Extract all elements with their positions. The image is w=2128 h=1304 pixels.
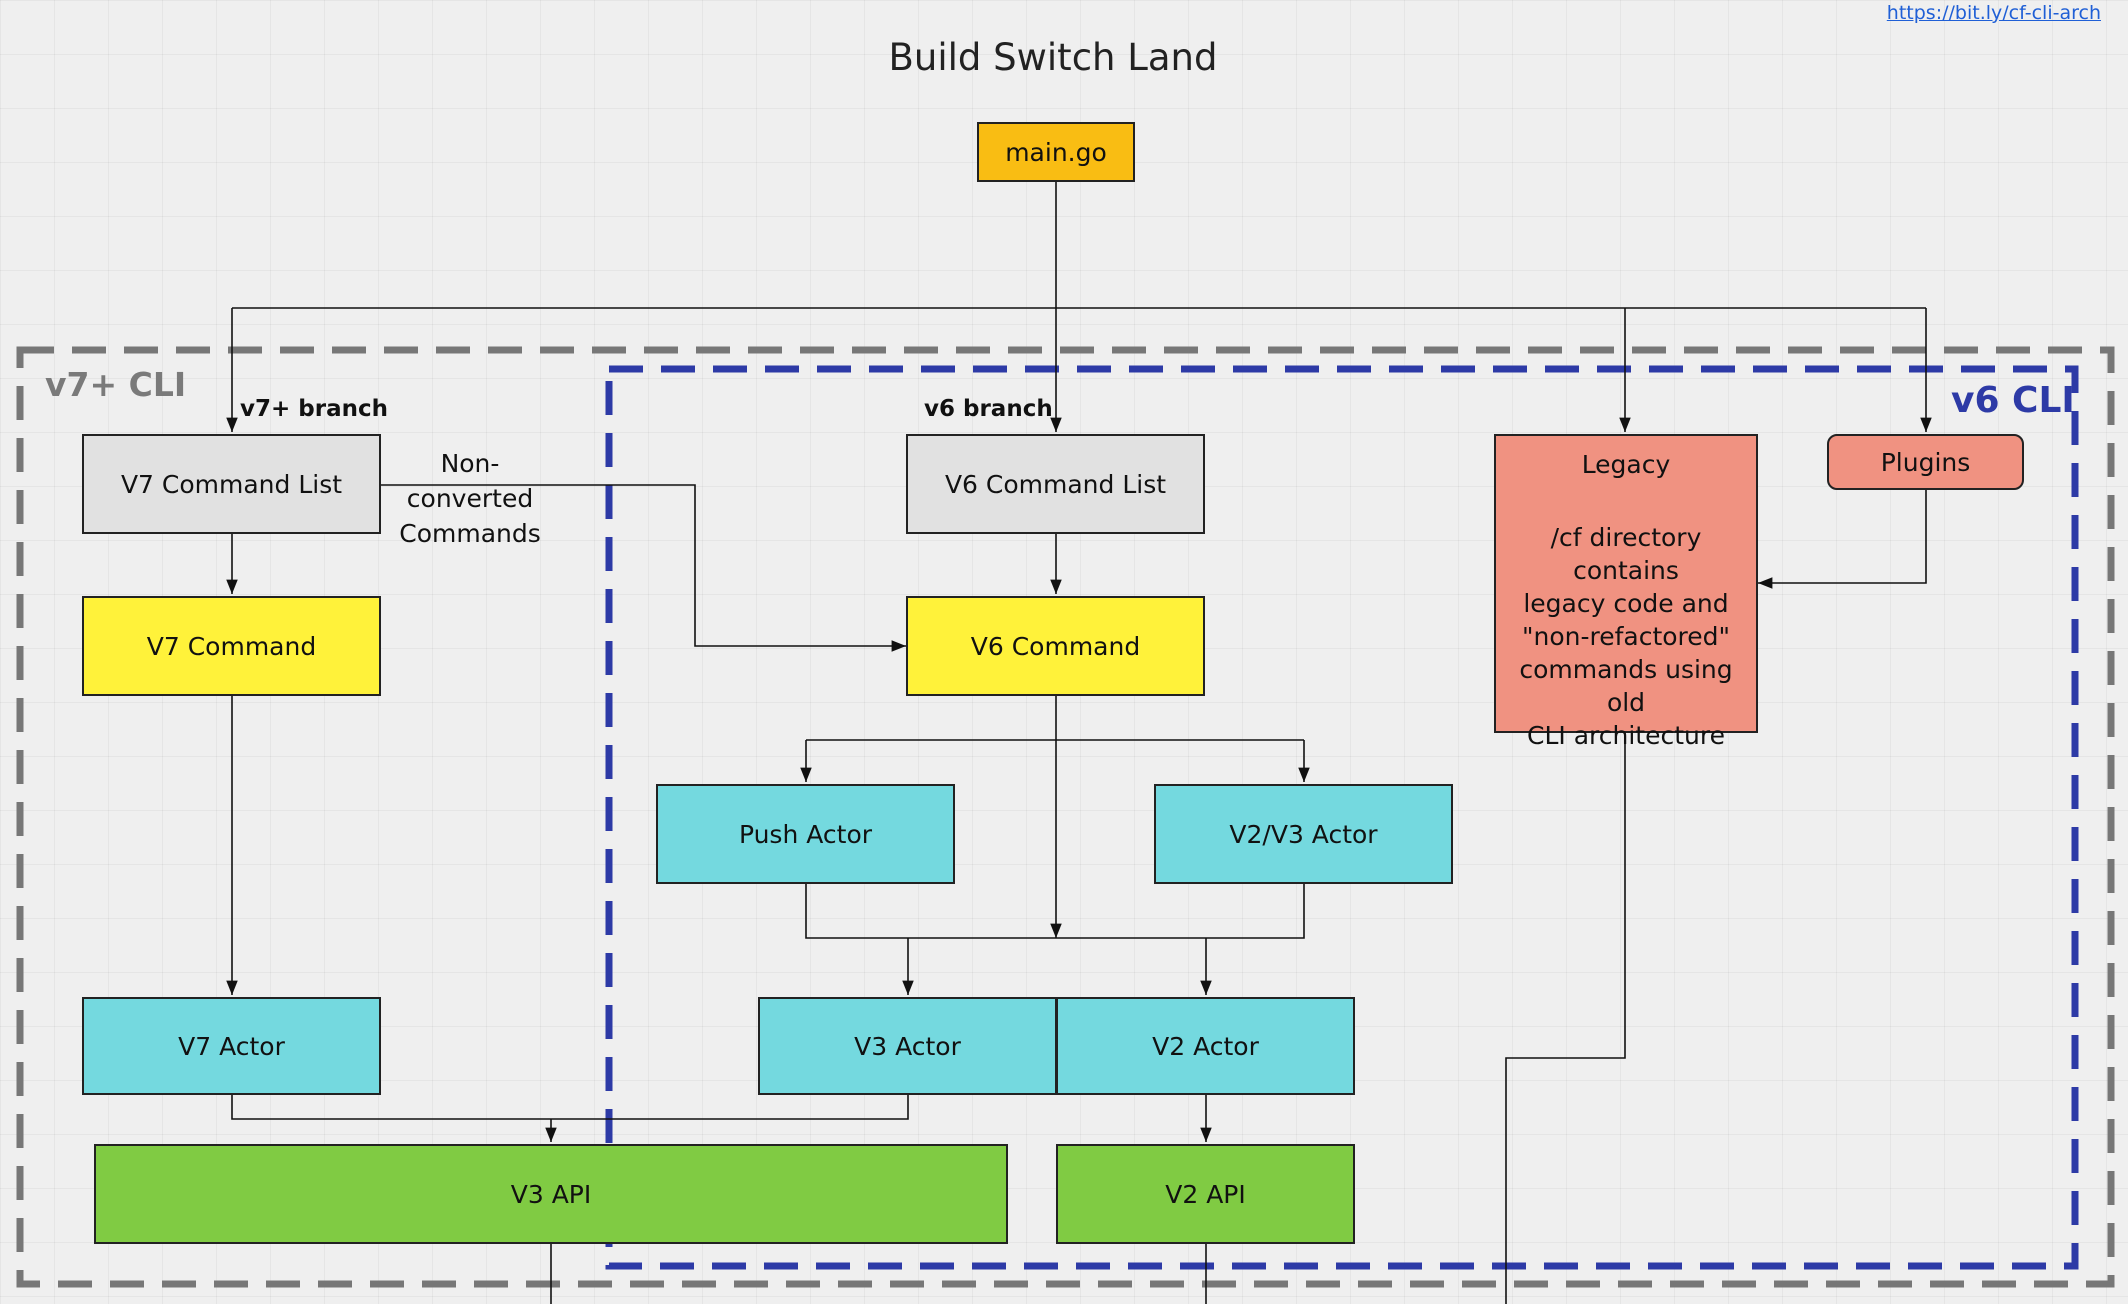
- v7-command-label: V7 Command: [146, 631, 317, 661]
- plugins-label: Plugins: [1880, 447, 1971, 477]
- v2-api-label: V2 API: [1165, 1179, 1246, 1209]
- v6-cli-label: v6 CLI: [1951, 380, 2075, 421]
- v6-cli-boundary: [605, 365, 2079, 1270]
- legacy-title: Legacy: [1581, 450, 1671, 479]
- v7-branch-label: v7+ branch: [240, 396, 388, 422]
- non-converted-commands-label: Non-converted Commands: [399, 449, 541, 548]
- edge-plugins-to-legacy: [1758, 490, 1927, 589]
- v6-command-list-node[interactable]: V6 Command List: [906, 434, 1205, 534]
- v6-command-list-label: V6 Command List: [944, 469, 1167, 499]
- v7-actor-node[interactable]: V7 Actor: [82, 997, 381, 1095]
- v7-cli-boundary: [16, 346, 2115, 1288]
- diagram-title: Build Switch Land: [888, 36, 1218, 79]
- v2v3-actor-node[interactable]: V2/V3 Actor: [1154, 784, 1453, 884]
- v7-command-list-label: V7 Command List: [120, 469, 343, 499]
- v3-actor-node[interactable]: V3 Actor: [758, 997, 1057, 1095]
- v7-command-node[interactable]: V7 Command: [82, 596, 381, 696]
- edge-actors-merge: [805, 884, 1305, 939]
- push-actor-label: Push Actor: [738, 819, 873, 849]
- v2-actor-label: V2 Actor: [1152, 1031, 1259, 1061]
- v7-cli-label: v7+ CLI: [45, 365, 187, 404]
- main-go-label: main.go: [1005, 137, 1107, 167]
- v3-api-label: V3 API: [510, 1179, 592, 1209]
- legacy-node[interactable]: Legacy /cf directory contains legacy cod…: [1494, 434, 1758, 750]
- v2v3-actor-label: V2/V3 Actor: [1229, 819, 1378, 849]
- main-go-node[interactable]: main.go: [977, 122, 1135, 182]
- v3-actor-label: V3 Actor: [854, 1031, 961, 1061]
- edge-non-converted: [380, 484, 906, 652]
- edge-actors-to-v3-api: [231, 1095, 909, 1120]
- v3-api-node[interactable]: V3 API: [94, 1144, 1008, 1244]
- v6-command-node[interactable]: V6 Command: [906, 596, 1205, 696]
- v7-command-list-node[interactable]: V7 Command List: [82, 434, 381, 534]
- v7-actor-label: V7 Actor: [178, 1031, 285, 1061]
- v6-command-label: V6 Command: [970, 631, 1141, 661]
- architecture-link[interactable]: https://bit.ly/cf-cli-arch: [1886, 2, 2101, 24]
- v2-api-node[interactable]: V2 API: [1056, 1144, 1355, 1244]
- legacy-description: /cf directory contains legacy code and "…: [1519, 523, 1733, 750]
- edge-legacy-down: [1505, 733, 1626, 1304]
- plugins-node[interactable]: Plugins: [1827, 434, 2024, 490]
- push-actor-node[interactable]: Push Actor: [656, 784, 955, 884]
- v6-branch-label: v6 branch: [924, 396, 1053, 422]
- v2-actor-node[interactable]: V2 Actor: [1056, 997, 1355, 1095]
